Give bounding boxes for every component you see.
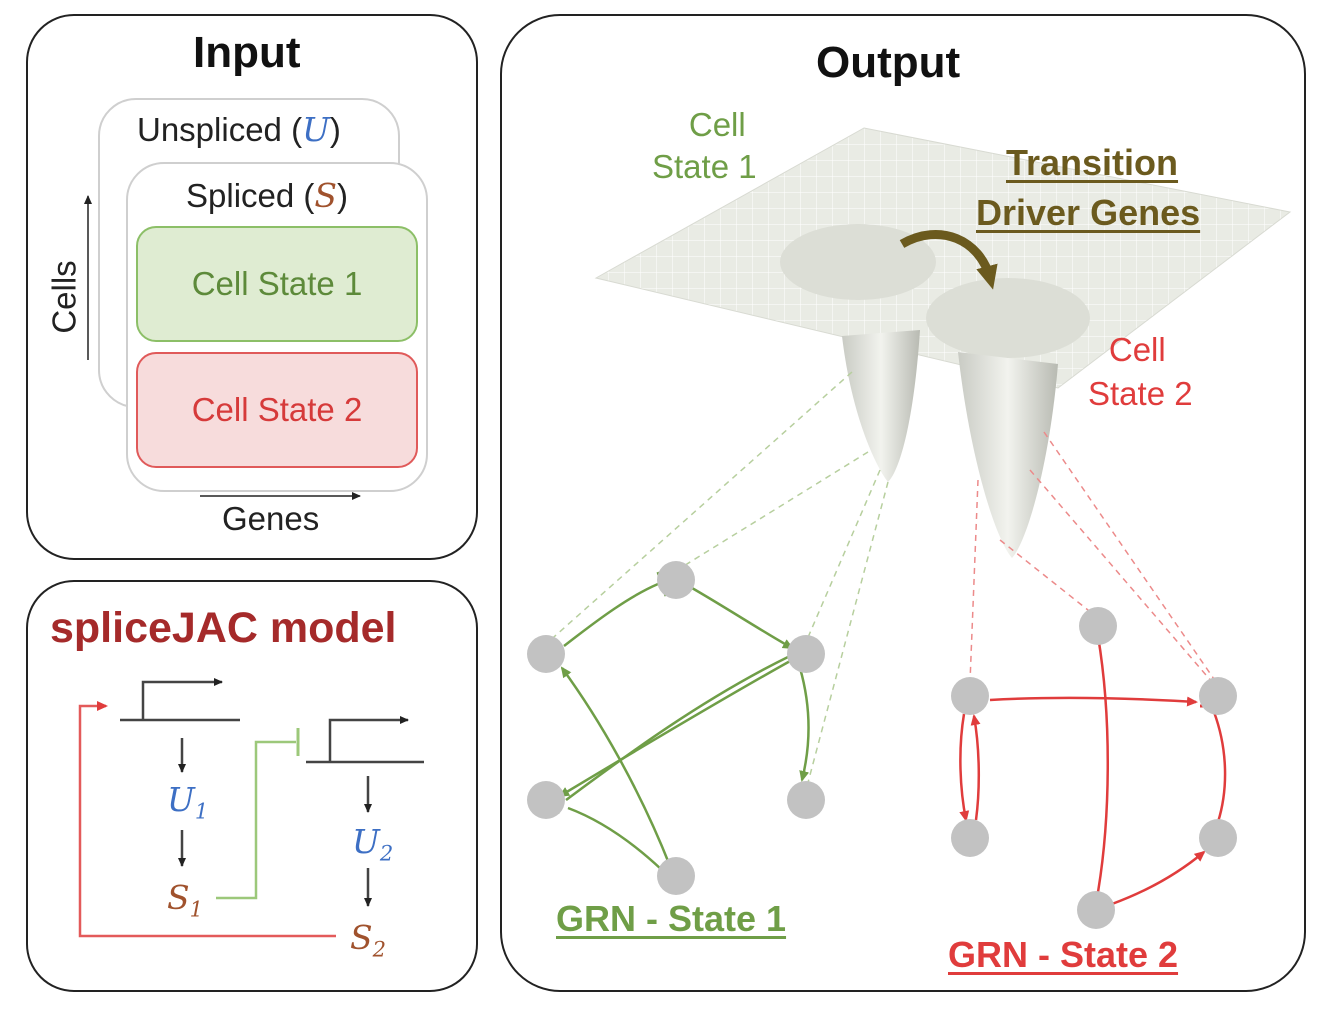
- grn1-node-c: [787, 635, 825, 673]
- promoter-2-icon: [306, 716, 424, 764]
- output-title: Output: [816, 38, 961, 87]
- grn2-node-b: [1079, 607, 1117, 645]
- grn-state-2-title: GRN - State 2: [948, 934, 1179, 975]
- well-2-rim: [926, 278, 1090, 358]
- s2-symbol: S2: [350, 918, 386, 962]
- grn1-edges: [550, 571, 810, 871]
- feedback-s2-to-promoter1: [78, 701, 336, 938]
- input-cell-state-2-label: Cell State 2: [191, 391, 363, 428]
- input-cell-state-1-label: Cell State 1: [191, 265, 363, 302]
- grn1-node-a: [527, 635, 565, 673]
- grn1-node-f: [657, 857, 695, 895]
- output-cell-state-1-label: Cell State 1: [652, 106, 757, 185]
- promoter-1-icon: [120, 678, 240, 722]
- landscape-surface: [594, 127, 1292, 389]
- grn1-node-e: [787, 781, 825, 819]
- well-1-rim: [780, 224, 936, 300]
- grn1-node-b: [657, 561, 695, 599]
- inhibition-s1-to-promoter2: [216, 740, 296, 900]
- well-2: [958, 352, 1058, 558]
- transition-arrow: [899, 230, 998, 290]
- grn2-dashed-links: [969, 431, 1217, 683]
- u1-symbol: U1: [167, 780, 209, 824]
- grn1-node-d: [527, 781, 565, 819]
- grn2-node-f: [1077, 891, 1115, 929]
- genes-axis-label: Genes: [222, 500, 320, 537]
- unspliced-label: Unspliced (U): [137, 110, 341, 149]
- input-cell-state-2-box: Cell State 2: [136, 352, 418, 468]
- s1-symbol: S1: [167, 878, 203, 922]
- grn2-node-c: [1199, 677, 1237, 715]
- transition-driver-genes-line2: Driver Genes: [976, 192, 1201, 233]
- model-panel: [26, 580, 478, 992]
- grn2-node-a: [951, 677, 989, 715]
- u2-symbol: U2: [352, 822, 394, 866]
- grn2-edges: [959, 634, 1227, 906]
- grn2-node-e: [1199, 819, 1237, 857]
- model-title: spliceJAC model: [50, 604, 397, 652]
- well-1: [842, 330, 920, 482]
- grn2-node-d: [951, 819, 989, 857]
- grn-state-1-title: GRN - State 1: [556, 898, 787, 939]
- output-cell-state-2-label: Cell State 2: [1088, 331, 1193, 412]
- input-title: Input: [193, 28, 301, 77]
- grn1-dashed-links: [545, 371, 889, 791]
- input-cell-state-1-box: Cell State 1: [136, 226, 418, 342]
- transition-driver-genes-line1: Transition: [1006, 142, 1179, 183]
- spliced-label: Spliced (S): [186, 176, 348, 215]
